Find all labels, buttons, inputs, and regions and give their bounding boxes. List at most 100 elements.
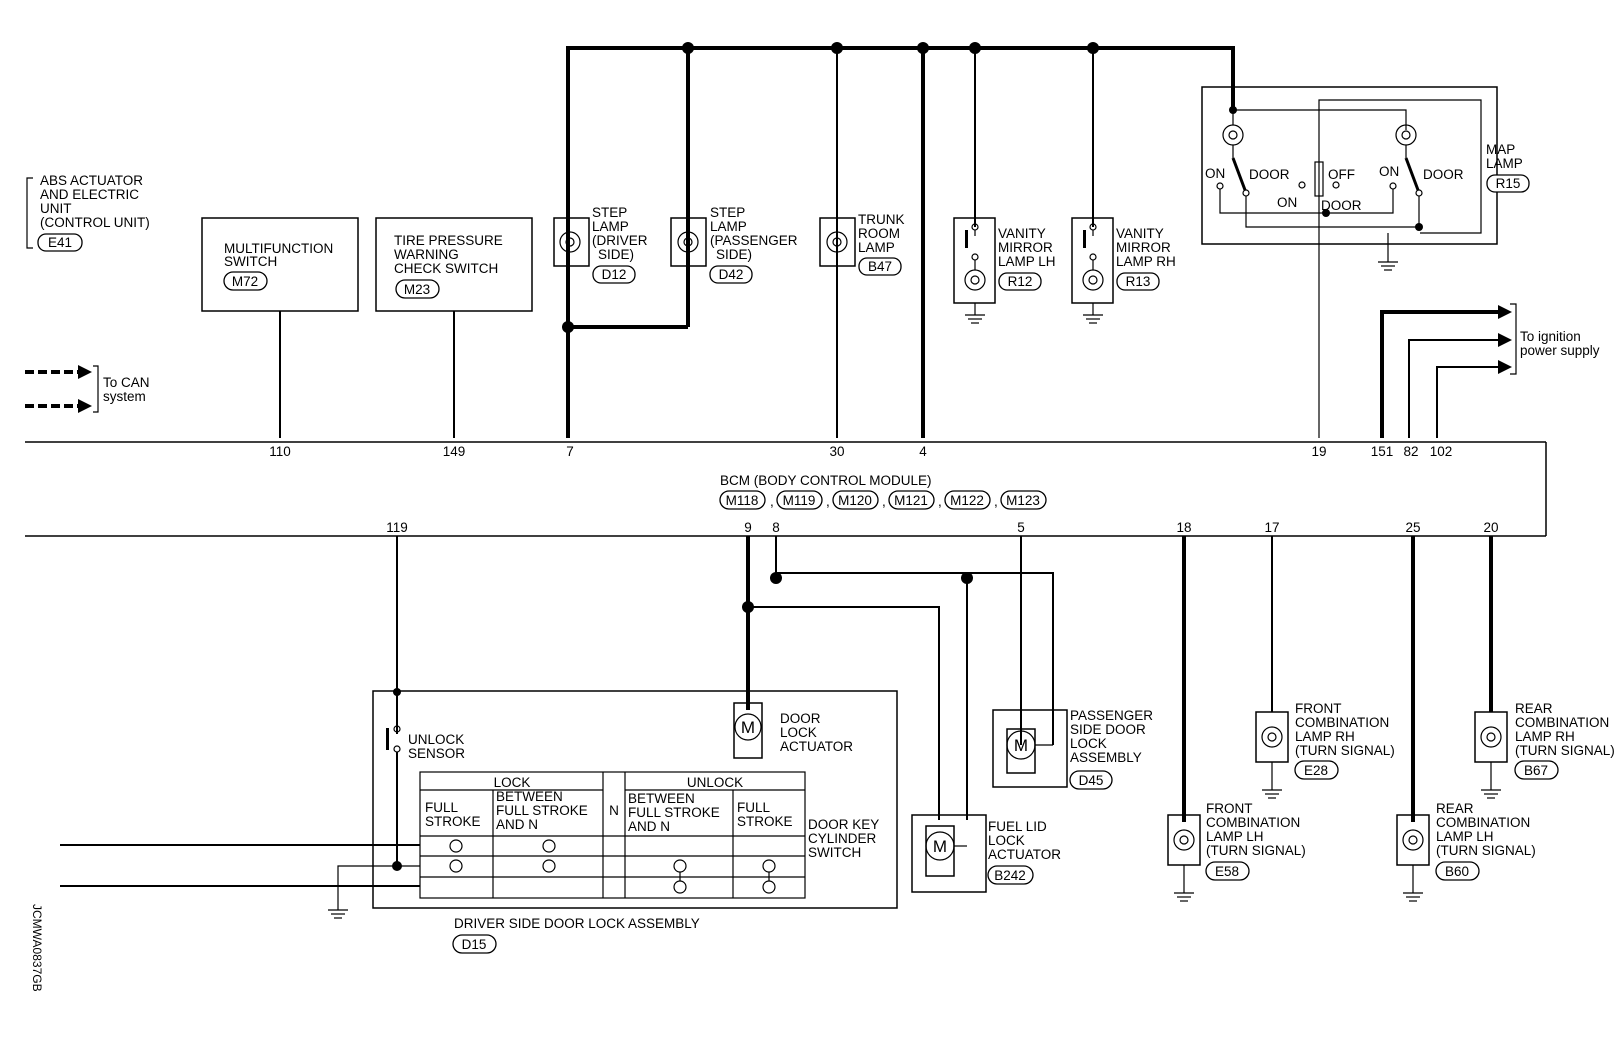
svg-text:AND N: AND N xyxy=(496,817,538,832)
svg-text:COMBINATION: COMBINATION xyxy=(1206,815,1300,830)
svg-text:ACTUATOR: ACTUATOR xyxy=(780,739,853,754)
svg-text:110: 110 xyxy=(269,444,291,459)
svg-text:OFF: OFF xyxy=(1328,167,1355,182)
svg-text:M: M xyxy=(1014,736,1028,755)
svg-text:M119: M119 xyxy=(783,493,816,508)
svg-text:power supply: power supply xyxy=(1520,343,1600,358)
svg-text:LOCK: LOCK xyxy=(494,775,531,790)
svg-text:DOOR: DOOR xyxy=(1321,198,1362,213)
svg-text:FULL STROKE: FULL STROKE xyxy=(496,803,588,818)
rear-combination-lamp-lh: REAR COMBINATION LAMP LH (TURN SIGNAL) B… xyxy=(1396,801,1536,902)
svg-text:DOOR: DOOR xyxy=(1423,167,1464,182)
svg-text:UNIT: UNIT xyxy=(40,201,72,216)
svg-text:REAR: REAR xyxy=(1436,801,1474,816)
svg-text:COMBINATION: COMBINATION xyxy=(1515,715,1609,730)
svg-text:LAMP: LAMP xyxy=(592,219,629,234)
svg-text:LAMP LH: LAMP LH xyxy=(1206,829,1264,844)
svg-text:STROKE: STROKE xyxy=(737,814,793,829)
svg-text:4: 4 xyxy=(919,444,927,459)
svg-text:,: , xyxy=(994,494,998,509)
svg-text:LOCK: LOCK xyxy=(1070,736,1107,751)
svg-text:BETWEEN: BETWEEN xyxy=(496,789,563,804)
tire-pressure-switch: TIRE PRESSURE WARNING CHECK SWITCH M23 xyxy=(375,217,533,438)
svg-text:COMBINATION: COMBINATION xyxy=(1436,815,1530,830)
svg-text:102: 102 xyxy=(1430,444,1453,459)
svg-text:To ignition: To ignition xyxy=(1520,329,1581,344)
svg-text:149: 149 xyxy=(443,444,466,459)
step-lamp-driver: STEP LAMP (DRIVER SIDE) D12 xyxy=(553,205,648,284)
vanity-lh-connector: R12 xyxy=(1008,274,1033,289)
svg-text:To CAN: To CAN xyxy=(103,375,150,390)
svg-text:LOCK: LOCK xyxy=(988,833,1025,848)
svg-text:MULTIFUNCTION: MULTIFUNCTION xyxy=(224,241,333,256)
svg-text:151: 151 xyxy=(1371,444,1394,459)
bottom-wiring xyxy=(742,536,1493,822)
abs-actuator-unit: ABS ACTUATOR AND ELECTRIC UNIT (CONTROL … xyxy=(26,173,150,252)
svg-text:(TURN SIGNAL): (TURN SIGNAL) xyxy=(1436,843,1536,858)
passenger-door-lock-assembly: M PASSENGER SIDE DOOR LOCK ASSEMBLY D45 xyxy=(992,708,1153,790)
svg-text:MIRROR: MIRROR xyxy=(1116,240,1171,255)
driver-door-connector: D15 xyxy=(462,937,487,952)
svg-text:STROKE: STROKE xyxy=(425,814,481,829)
svg-text:M: M xyxy=(741,718,755,737)
svg-text:STEP: STEP xyxy=(592,205,627,220)
svg-text:25: 25 xyxy=(1405,520,1420,535)
svg-text:DOOR: DOOR xyxy=(1249,167,1290,182)
svg-text:ROOM: ROOM xyxy=(858,226,900,241)
svg-text:TIRE PRESSURE: TIRE PRESSURE xyxy=(394,233,503,248)
svg-text:TRUNK: TRUNK xyxy=(858,212,905,227)
svg-text:AND N: AND N xyxy=(628,819,670,834)
svg-text:SIDE): SIDE) xyxy=(716,247,752,262)
front-lamp-lh-connector: E58 xyxy=(1215,864,1239,879)
svg-text:(TURN SIGNAL): (TURN SIGNAL) xyxy=(1515,743,1615,758)
svg-text:LAMP LH: LAMP LH xyxy=(998,254,1056,269)
svg-text:20: 20 xyxy=(1483,520,1498,535)
svg-text:DRIVER SIDE DOOR LOCK ASSEMBLY: DRIVER SIDE DOOR LOCK ASSEMBLY xyxy=(454,916,700,931)
passenger-door-connector: D45 xyxy=(1079,773,1104,788)
abs-connector: E41 xyxy=(48,235,72,250)
svg-text:M120: M120 xyxy=(838,493,872,508)
front-combination-lamp-rh: FRONT COMBINATION LAMP RH (TURN SIGNAL) … xyxy=(1255,701,1395,799)
svg-text:5: 5 xyxy=(1017,520,1025,535)
trunk-lamp-connector: B47 xyxy=(868,259,892,274)
svg-text:REAR: REAR xyxy=(1515,701,1553,716)
svg-text:UNLOCK: UNLOCK xyxy=(408,732,464,747)
svg-text:(DRIVER: (DRIVER xyxy=(592,233,648,248)
svg-text:SIDE DOOR: SIDE DOOR xyxy=(1070,722,1146,737)
svg-text:MAP: MAP xyxy=(1486,142,1515,157)
svg-text:,: , xyxy=(882,494,886,509)
svg-text:LAMP: LAMP xyxy=(1486,156,1523,171)
svg-text:STEP: STEP xyxy=(710,205,745,220)
svg-text:M121: M121 xyxy=(894,493,928,508)
svg-text:(TURN SIGNAL): (TURN SIGNAL) xyxy=(1295,743,1395,758)
ignition-power-supply: To ignition power supply xyxy=(1380,303,1600,438)
svg-text:SENSOR: SENSOR xyxy=(408,746,465,761)
svg-text:LOCK: LOCK xyxy=(780,725,817,740)
svg-text:9: 9 xyxy=(744,520,752,535)
top-power-bus xyxy=(562,42,1235,438)
svg-text:LAMP: LAMP xyxy=(858,240,895,255)
svg-text:ASSEMBLY: ASSEMBLY xyxy=(1070,750,1142,765)
svg-text:M: M xyxy=(933,837,947,856)
svg-text:M122: M122 xyxy=(950,493,984,508)
svg-text:,: , xyxy=(938,494,942,509)
svg-text:SWITCH: SWITCH xyxy=(224,254,277,269)
vanity-mirror-lamp-lh: VANITY MIRROR LAMP LH R12 xyxy=(953,48,1056,324)
svg-text:FULL: FULL xyxy=(737,800,771,815)
svg-text:SIDE): SIDE) xyxy=(598,247,634,262)
svg-text:BCM (BODY CONTROL MODULE): BCM (BODY CONTROL MODULE) xyxy=(720,473,932,488)
svg-text:LAMP RH: LAMP RH xyxy=(1295,729,1355,744)
step-lamp-driver-connector: D12 xyxy=(602,267,627,282)
svg-text:ON: ON xyxy=(1379,164,1399,179)
svg-text:FUEL LID: FUEL LID xyxy=(988,819,1047,834)
fuel-lid-lock-actuator: M FUEL LID LOCK ACTUATOR B242 xyxy=(911,814,1061,893)
vanity-rh-connector: R13 xyxy=(1126,274,1151,289)
fuel-lid-connector: B242 xyxy=(994,868,1026,883)
svg-text:18: 18 xyxy=(1176,520,1191,535)
svg-text:(PASSENGER: (PASSENGER xyxy=(710,233,798,248)
svg-text:WARNING: WARNING xyxy=(394,247,459,262)
bcm-module: 110 149 7 30 4 19 151 82 102 BCM (BODY C… xyxy=(25,441,1547,537)
map-lamp-connector: R15 xyxy=(1496,176,1521,191)
rear-combination-lamp-rh: REAR COMBINATION LAMP RH (TURN SIGNAL) B… xyxy=(1474,701,1615,799)
svg-text:82: 82 xyxy=(1403,444,1418,459)
